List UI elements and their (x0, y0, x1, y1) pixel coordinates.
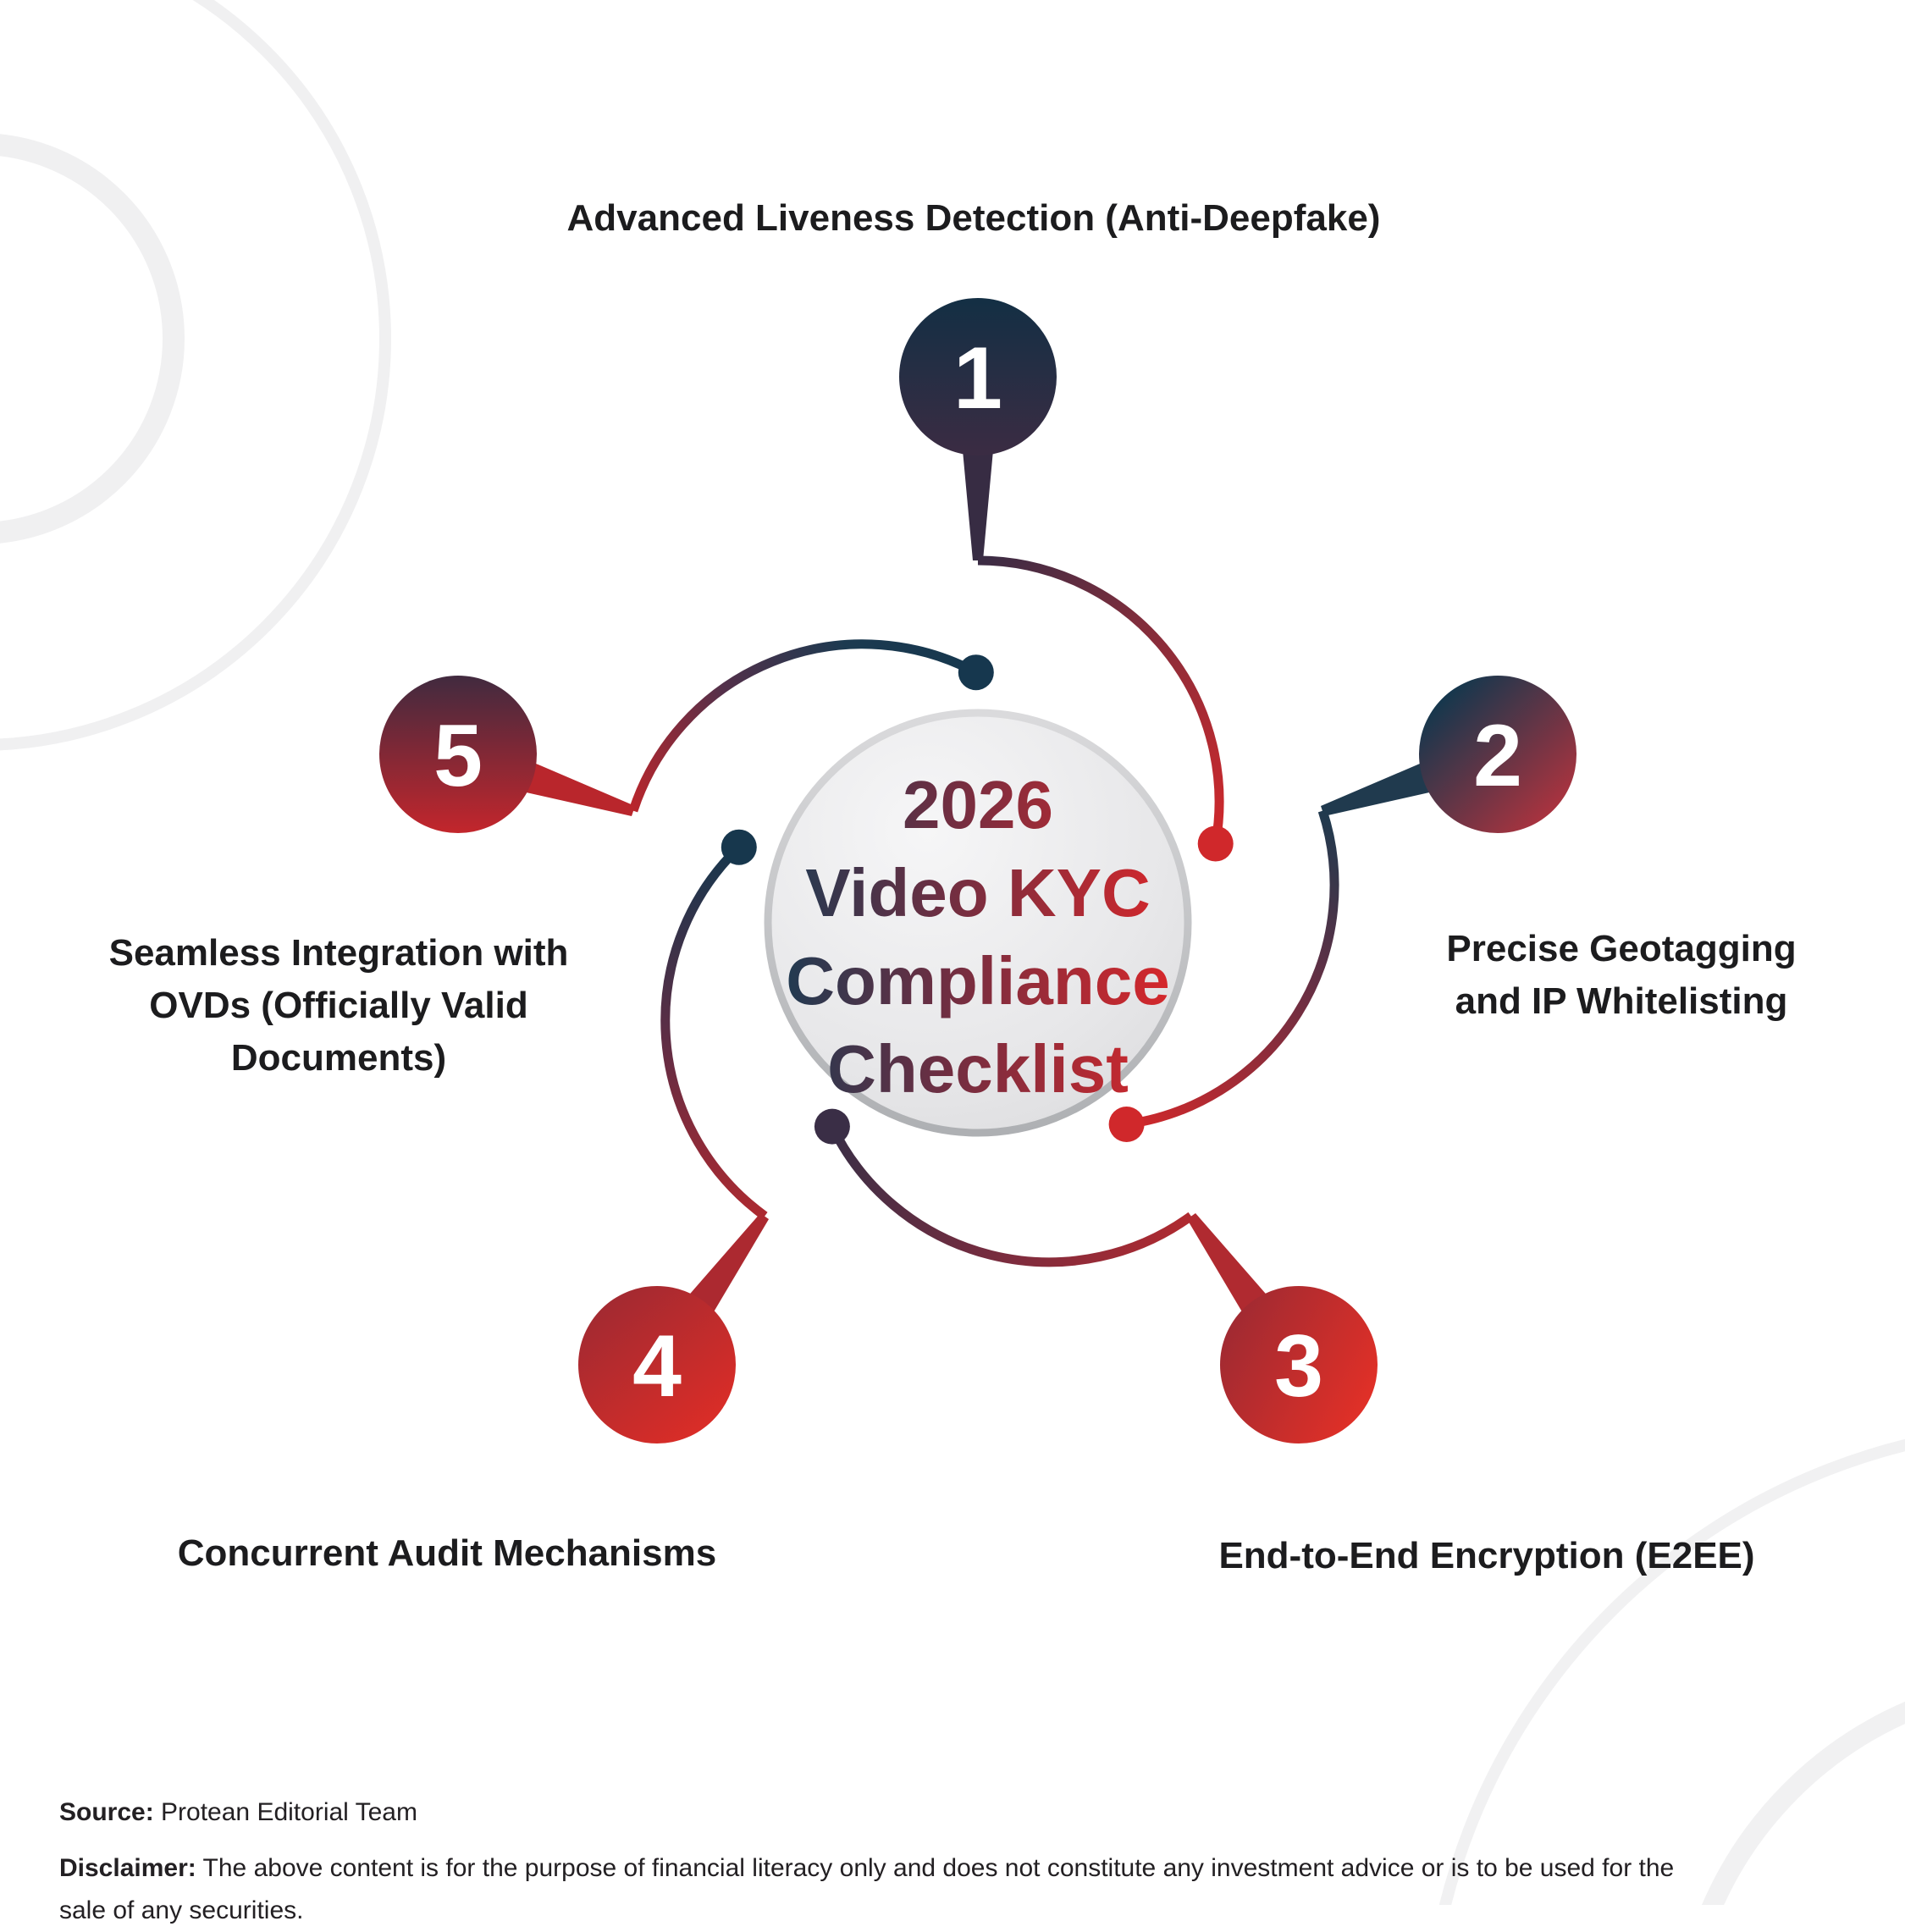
arc-4 (660, 843, 768, 1220)
disclaimer-text: The above content is for the purpose of … (59, 1854, 1675, 1924)
balloon-circle-5 (379, 676, 537, 833)
title-line-4: Checklist (827, 1031, 1129, 1107)
step-number-3: 3 (1274, 1317, 1323, 1416)
arc-5 (628, 639, 979, 813)
source-label: Source: (59, 1798, 154, 1826)
source-line: Source: Protean Editorial Team (59, 1749, 1888, 1834)
step-balloons: 1 2 3 4 5 (379, 298, 1576, 1443)
disclaimer-label: Disclaimer: (59, 1854, 196, 1882)
step-label-2: Precise Geotagging and IP Whitelisting (1446, 928, 1797, 1022)
source-text: Protean Editorial Team (153, 1798, 417, 1826)
step-label-4: Concurrent Audit Mechanisms (177, 1532, 717, 1574)
arc-3 (827, 1124, 1194, 1267)
step-balloon-3: 3 (1220, 1286, 1378, 1443)
center-title: 2026 Video KYC Compliance Checklist (786, 767, 1169, 1107)
title-line-3: Compliance (786, 943, 1169, 1018)
dot-5 (958, 654, 994, 691)
title-line-1: 2026 (903, 767, 1053, 842)
step-number-4: 4 (632, 1317, 682, 1416)
arc-1 (977, 555, 1224, 845)
balloon-circle-4 (578, 1286, 736, 1443)
balloon-circle-2 (1419, 676, 1576, 833)
center-medallion: 2026 Video KYC Compliance Checklist (764, 709, 1192, 1137)
dot-1 (1197, 825, 1234, 862)
step-number-2: 2 (1473, 707, 1522, 805)
step-label-5: Seamless Integration with OVDs (Official… (108, 932, 569, 1079)
balloon-circle-1 (899, 298, 1057, 455)
dot-2 (1108, 1107, 1145, 1142)
step-label-3: End-to-End Encryption (E2EE) (1218, 1535, 1755, 1576)
step-balloon-5: 5 (379, 676, 537, 833)
dot-3 (814, 1108, 850, 1145)
dot-4 (721, 829, 757, 865)
step-number-5: 5 (433, 707, 483, 805)
decor-circle-top-left-outer (0, 0, 391, 751)
step-balloon-4: 4 (578, 1286, 736, 1443)
disclaimer-line: Disclaimer: The above content is for the… (59, 1805, 1888, 1932)
step-label-1: Advanced Liveness Detection (Anti-Deepfa… (566, 197, 1381, 239)
title-line-2: Video KYC (805, 855, 1151, 930)
step-balloon-1: 1 (899, 298, 1057, 455)
decor-circle-top-left-inner (0, 134, 185, 544)
step-number-1: 1 (953, 329, 1002, 428)
balloon-circle-3 (1220, 1286, 1378, 1443)
center-circle (764, 709, 1192, 1137)
arc-2 (1125, 809, 1339, 1129)
step-balloon-2: 2 (1419, 676, 1576, 833)
